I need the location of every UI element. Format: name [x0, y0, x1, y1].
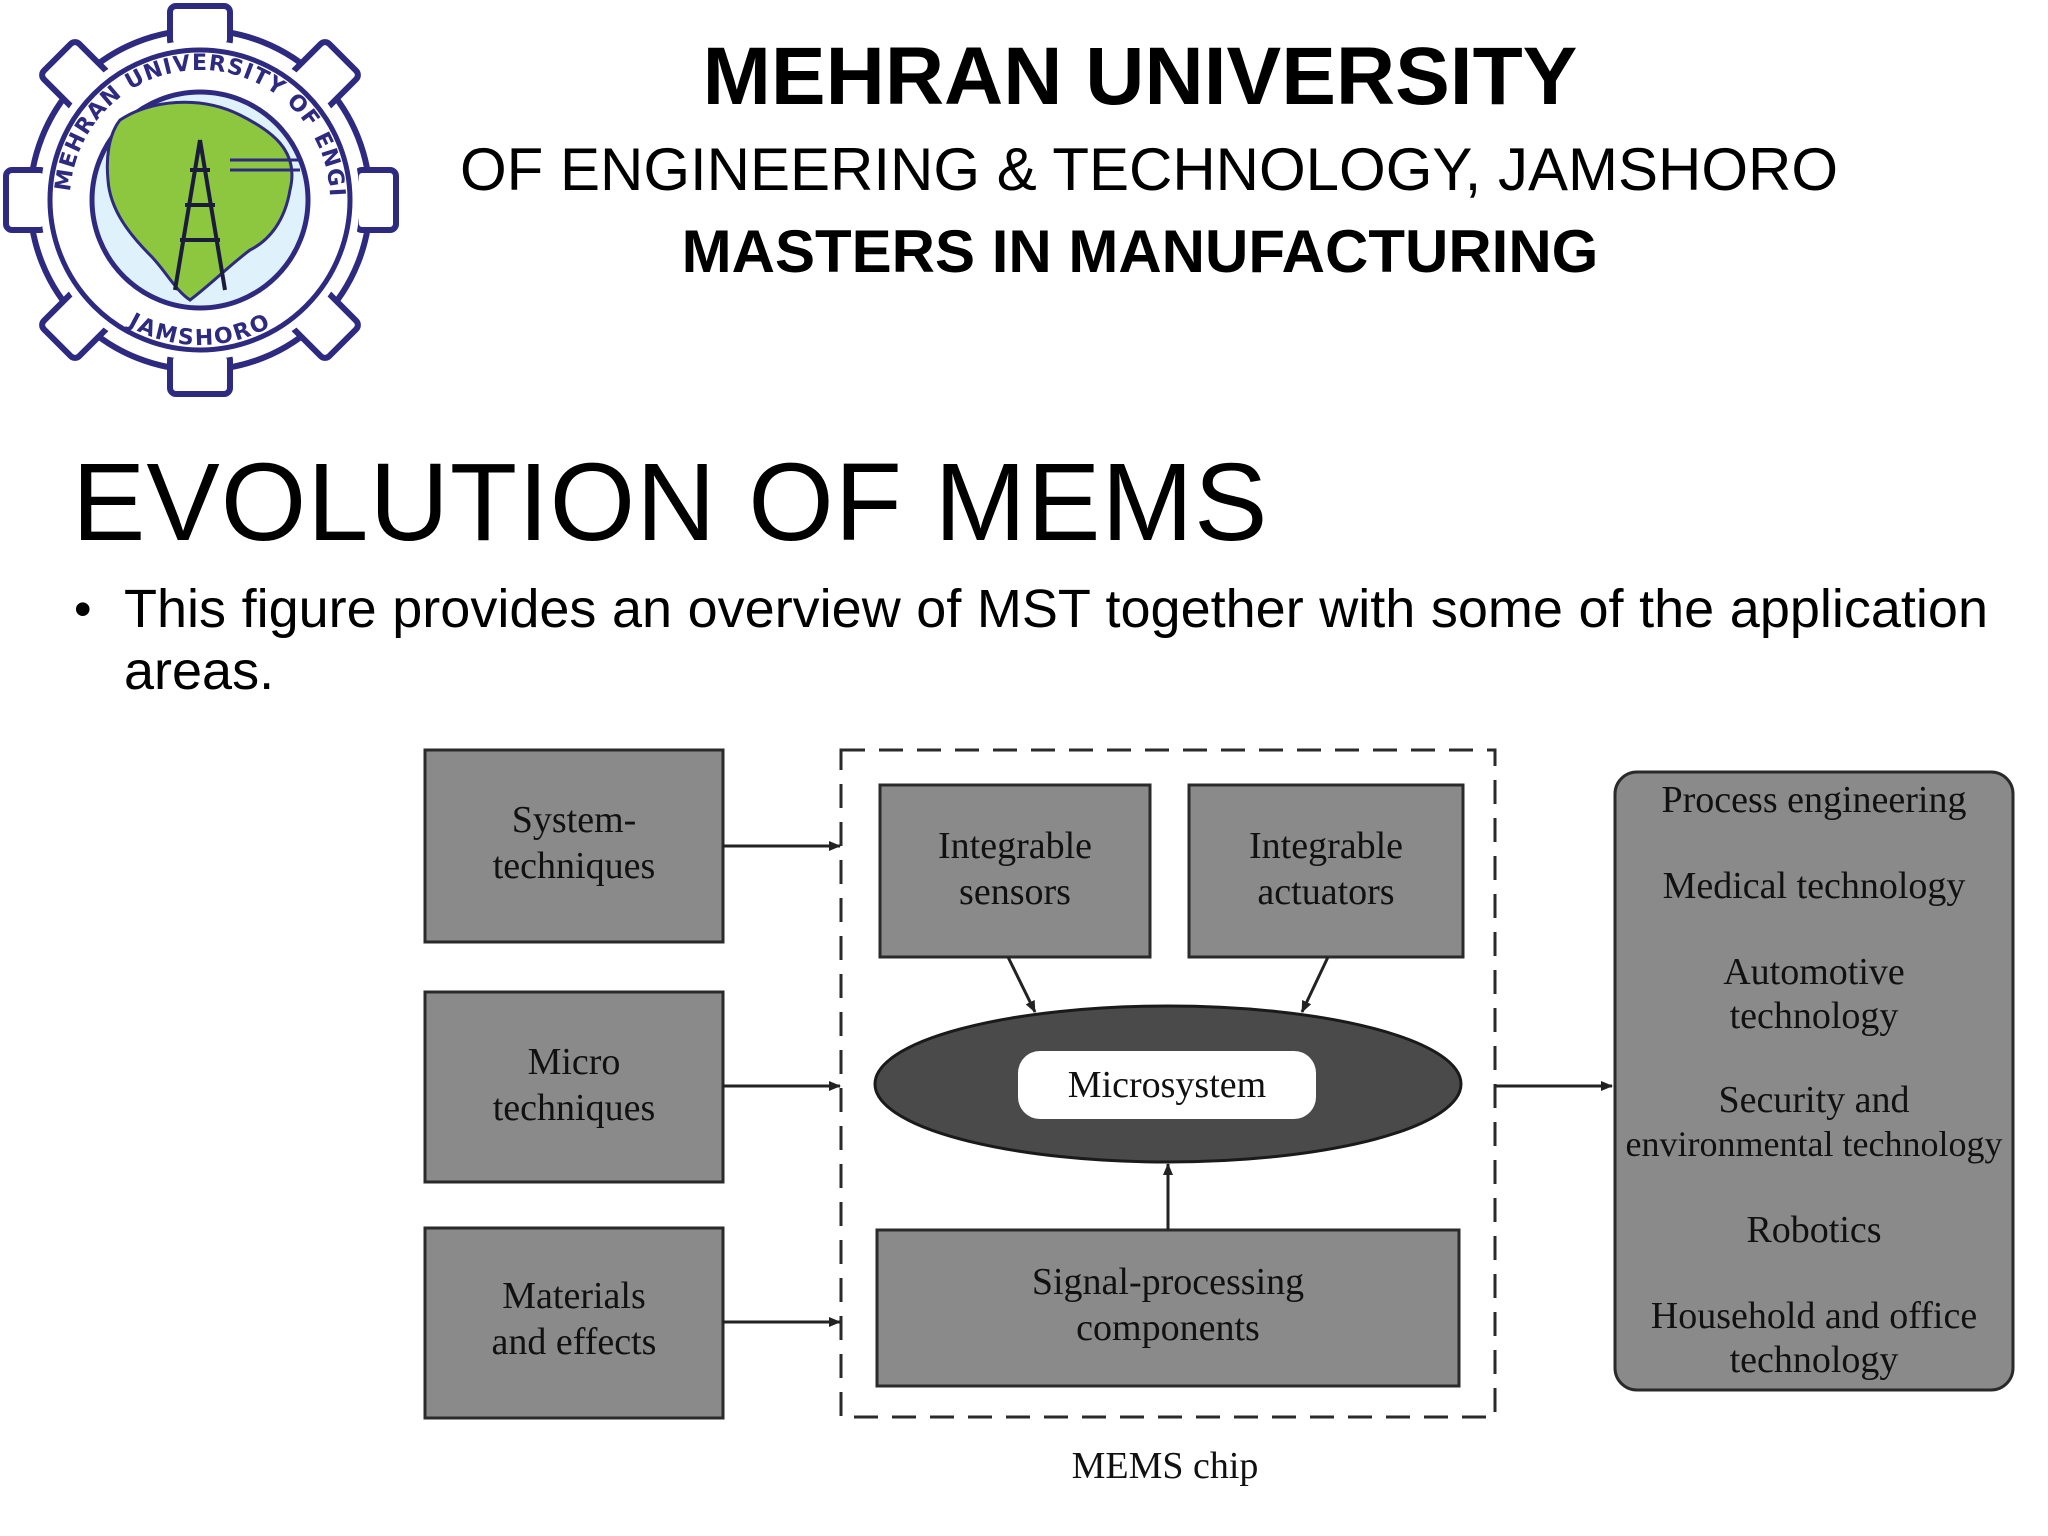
- university-logo: MEHRAN UNIVERSITY OF ENGINEERING AND TEC…: [0, 0, 399, 397]
- application-process-engineering: Process engineering: [1662, 779, 1967, 821]
- program-name: MASTERS IN MANUFACTURING: [681, 218, 1599, 285]
- microsystem-label: Microsystem: [1068, 1064, 1266, 1106]
- mems-chip-label: MEMS chip: [1072, 1445, 1259, 1487]
- arrow-actuators-to-microsystem: [1300, 956, 1330, 1013]
- application-medical-technology: Medical technology: [1663, 865, 1966, 907]
- university-name: MEHRAN UNIVERSITY: [702, 31, 1578, 122]
- bullet-icon: •: [74, 581, 92, 637]
- input-label-system-techniques: System-techniques: [493, 799, 656, 887]
- microsystem-ellipse: Microsystem: [873, 1004, 1463, 1164]
- mems-chip-boundary: [839, 748, 1497, 1419]
- application-robotics: Robotics: [1746, 1209, 1881, 1251]
- slide-title: EVOLUTION OF MEMS: [72, 441, 1269, 564]
- map-icon: [105, 100, 300, 302]
- bullet-text: This figure provides an overview of MST …: [124, 579, 1988, 701]
- arrow-sensors-to-microsystem: [1006, 956, 1037, 1013]
- input-box-system-techniques: System-techniques: [423, 748, 725, 944]
- university-subtitle: OF ENGINEERING & TECHNOLOGY, JAMSHORO: [460, 136, 1839, 203]
- applications-box: Process engineering Medical technology A…: [1613, 770, 2015, 1392]
